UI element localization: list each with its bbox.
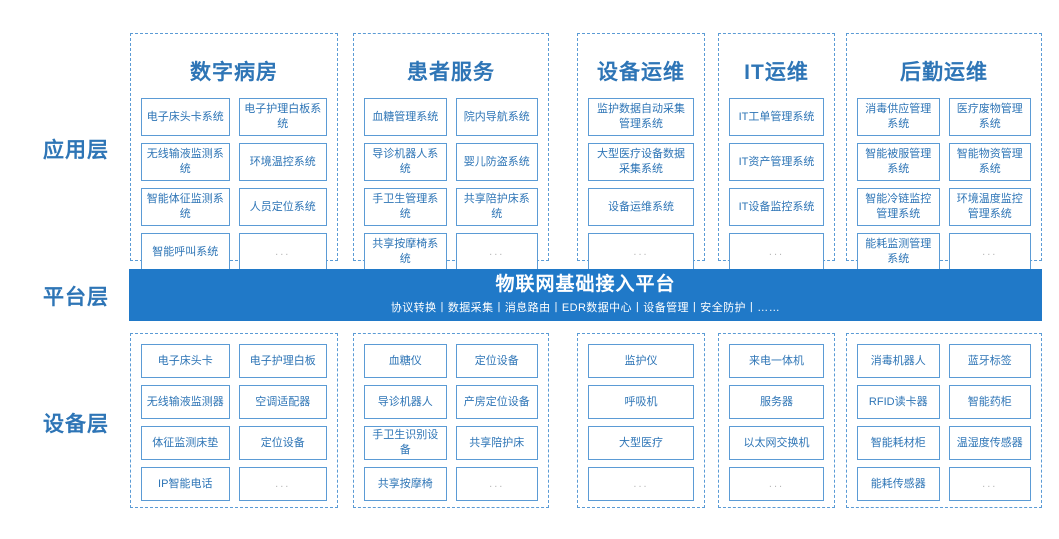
device-item-cell: 血糖仪 [364, 344, 447, 378]
application-item-cell: IT工单管理系统 [729, 98, 824, 136]
device-item-cell: 温湿度传感器 [948, 426, 1031, 460]
application-item-cell: 环境温控系统 [238, 143, 327, 181]
application-item-cell: 消毒供应管理系统 [857, 98, 940, 136]
device-column-equipment-ops: 监护仪呼吸机大型医疗... [577, 333, 705, 508]
application-item-cell: 监护数据自动采集管理系统 [588, 98, 694, 136]
device-item-cell: 智能耗材柜 [857, 426, 940, 460]
app-column-equipment-ops: 设备运维 监护数据自动采集管理系统大型医疗设备数据采集系统设备运维系统... [577, 33, 705, 271]
application-item-cell: 电子床头卡系统 [141, 98, 230, 136]
device-item-cell: 服务器 [729, 385, 824, 419]
application-item-cell: 大型医疗设备数据采集系统 [588, 143, 694, 181]
app-column-logistics-ops: 后勤运维 消毒供应管理系统医疗废物管理系统智能被服管理系统智能物资管理系统智能冷… [846, 33, 1042, 271]
app-column-title: 后勤运维 [900, 61, 988, 84]
device-column-items: 来电一体机服务器以太网交换机... [719, 334, 834, 511]
device-item-cell: 智能药柜 [948, 385, 1031, 419]
app-column-digital-ward: 数字病房 电子床头卡系统电子护理白板系统无线输液监测系统环境温控系统智能体征监测… [130, 33, 338, 271]
application-item-cell: 手卫生管理系统 [364, 188, 447, 226]
layer-label-application: 应用层 [43, 139, 109, 162]
application-item-cell: 医疗废物管理系统 [948, 98, 1031, 136]
layer-label-device: 设备层 [43, 413, 109, 436]
device-item-cell: 产房定位设备 [455, 385, 538, 419]
device-item-cell: IP智能电话 [141, 467, 230, 501]
application-item-cell: 智能呼叫系统 [141, 233, 230, 271]
app-column-patient-service: 患者服务 血糖管理系统院内导航系统导诊机器人系统婴儿防盗系统手卫生管理系统共享陪… [353, 33, 549, 271]
device-column-items: 监护仪呼吸机大型医疗... [578, 334, 704, 511]
device-item-cell: 无线输液监测器 [141, 385, 230, 419]
placeholder-cell: ... [588, 467, 694, 501]
placeholder-cell: ... [588, 233, 694, 271]
device-item-cell: 能耗传感器 [857, 467, 940, 501]
platform-title: 物联网基础接入平台 [495, 273, 676, 295]
device-item-cell: 共享按摩椅 [364, 467, 447, 501]
device-item-cell: 大型医疗 [588, 426, 694, 460]
app-column-items: IT工单管理系统 IT资产管理系统 IT设备监控系统... [719, 98, 834, 281]
placeholder-cell: ... [729, 467, 824, 501]
application-item-cell: 设备运维系统 [588, 188, 694, 226]
application-item-cell: 共享陪护床系统 [455, 188, 538, 226]
placeholder-cell: ... [948, 467, 1031, 501]
device-item-cell: 监护仪 [588, 344, 694, 378]
device-column-patient-service: 血糖仪定位设备导诊机器人产房定位设备手卫生识别设备共享陪护床共享按摩椅... [353, 333, 549, 508]
layer-label-platform: 平台层 [43, 286, 109, 309]
device-item-cell: 电子护理白板 [238, 344, 327, 378]
application-item-cell: IT设备监控系统 [729, 188, 824, 226]
placeholder-cell: ... [948, 233, 1031, 271]
application-item-cell: 智能冷链监控管理系统 [857, 188, 940, 226]
app-column-items: 监护数据自动采集管理系统大型医疗设备数据采集系统设备运维系统... [578, 98, 704, 281]
device-item-cell: 蓝牙标签 [948, 344, 1031, 378]
application-item-cell: 电子护理白板系统 [238, 98, 327, 136]
application-item-cell: 无线输液监测系统 [141, 143, 230, 181]
app-column-title: 设备运维 [597, 61, 685, 84]
device-column-items: 血糖仪定位设备导诊机器人产房定位设备手卫生识别设备共享陪护床共享按摩椅... [354, 334, 548, 511]
platform-layer-bar: 物联网基础接入平台 协议转换丨数据采集丨消息路由丨EDR数据中心丨设备管理丨安全… [129, 269, 1042, 321]
placeholder-cell: ... [238, 233, 327, 271]
placeholder-cell: ... [729, 233, 824, 271]
device-item-cell: 来电一体机 [729, 344, 824, 378]
app-column-items: 消毒供应管理系统医疗废物管理系统智能被服管理系统智能物资管理系统智能冷链监控管理… [847, 98, 1041, 281]
device-item-cell: 定位设备 [455, 344, 538, 378]
application-item-cell: 共享按摩椅系统 [364, 233, 447, 271]
application-item-cell: 院内导航系统 [455, 98, 538, 136]
device-column-it-ops: 来电一体机服务器以太网交换机... [718, 333, 835, 508]
application-item-cell: 人员定位系统 [238, 188, 327, 226]
application-item-cell: 智能物资管理系统 [948, 143, 1031, 181]
application-item-cell: 环境温度监控管理系统 [948, 188, 1031, 226]
application-item-cell: 导诊机器人系统 [364, 143, 447, 181]
application-item-cell: IT资产管理系统 [729, 143, 824, 181]
application-item-cell: 智能被服管理系统 [857, 143, 940, 181]
app-column-items: 血糖管理系统院内导航系统导诊机器人系统婴儿防盗系统手卫生管理系统共享陪护床系统共… [354, 98, 548, 281]
device-item-cell: 电子床头卡 [141, 344, 230, 378]
device-item-cell: 消毒机器人 [857, 344, 940, 378]
application-item-cell: 血糖管理系统 [364, 98, 447, 136]
app-column-title: IT运维 [744, 61, 809, 84]
device-item-cell: 导诊机器人 [364, 385, 447, 419]
device-item-cell: 定位设备 [238, 426, 327, 460]
app-column-title: 患者服务 [407, 61, 495, 84]
application-item-cell: 智能体征监测系统 [141, 188, 230, 226]
app-column-it-ops: IT运维 IT工单管理系统 IT资产管理系统 IT设备监控系统... [718, 33, 835, 271]
application-item-cell: 能耗监测管理系统 [857, 233, 940, 271]
device-item-cell: RFID读卡器 [857, 385, 940, 419]
device-item-cell: 空调适配器 [238, 385, 327, 419]
placeholder-cell: ... [238, 467, 327, 501]
placeholder-cell: ... [455, 233, 538, 271]
placeholder-cell: ... [455, 467, 538, 501]
device-item-cell: 体征监测床垫 [141, 426, 230, 460]
platform-subtitle: 协议转换丨数据采集丨消息路由丨EDR数据中心丨设备管理丨安全防护丨…… [390, 302, 781, 315]
app-column-items: 电子床头卡系统电子护理白板系统无线输液监测系统环境温控系统智能体征监测系统人员定… [131, 98, 337, 281]
device-item-cell: 手卫生识别设备 [364, 426, 447, 460]
device-item-cell: 共享陪护床 [455, 426, 538, 460]
device-item-cell: 呼吸机 [588, 385, 694, 419]
device-item-cell: 以太网交换机 [729, 426, 824, 460]
application-item-cell: 婴儿防盗系统 [455, 143, 538, 181]
app-column-title: 数字病房 [190, 61, 278, 84]
